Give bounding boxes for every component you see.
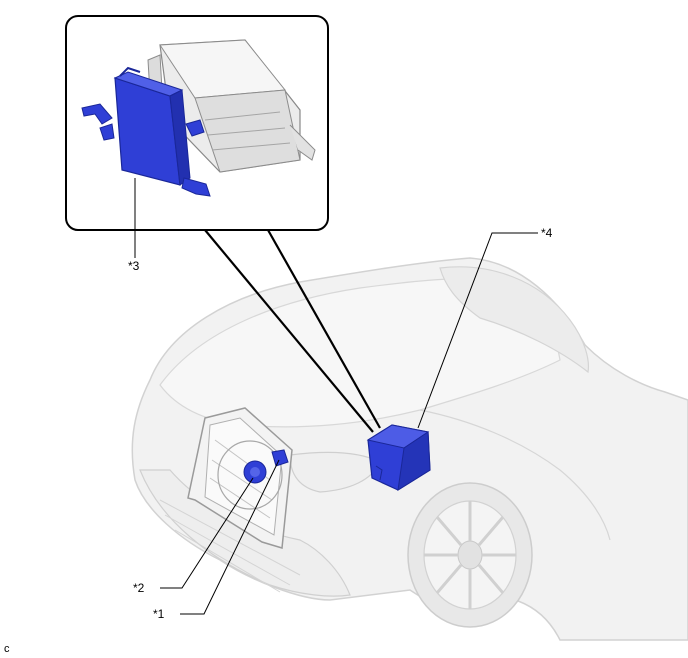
cooling-fan-motor bbox=[243, 460, 267, 484]
junction-block-component bbox=[366, 424, 431, 491]
radiator-fan-assembly bbox=[187, 407, 293, 549]
leader-1 bbox=[180, 459, 280, 615]
corner-code-label: c bbox=[4, 643, 10, 655]
vehicle-headlight bbox=[289, 451, 381, 493]
fan-connector bbox=[271, 449, 289, 467]
inset-ecu bbox=[81, 66, 211, 197]
inset-wedge-left bbox=[204, 229, 374, 433]
detail-inset bbox=[65, 15, 329, 231]
cooling-fan-shroud bbox=[217, 440, 283, 510]
vehicle-fender-line bbox=[419, 409, 611, 541]
vehicle-grille-lines bbox=[159, 499, 301, 593]
callout-label-3: *3 bbox=[128, 259, 140, 273]
inset-junction-block bbox=[147, 39, 316, 173]
callout-label-4: *4 bbox=[541, 226, 553, 240]
leader-4 bbox=[417, 232, 538, 429]
vehicle-wheel bbox=[407, 482, 533, 628]
vehicle-windshield bbox=[439, 266, 590, 374]
callout-label-2: *2 bbox=[133, 581, 145, 595]
leader-lines bbox=[134, 178, 538, 615]
callout-label-1: *1 bbox=[153, 607, 165, 621]
leader-2 bbox=[160, 477, 254, 589]
inset-wedge-right bbox=[267, 229, 381, 429]
